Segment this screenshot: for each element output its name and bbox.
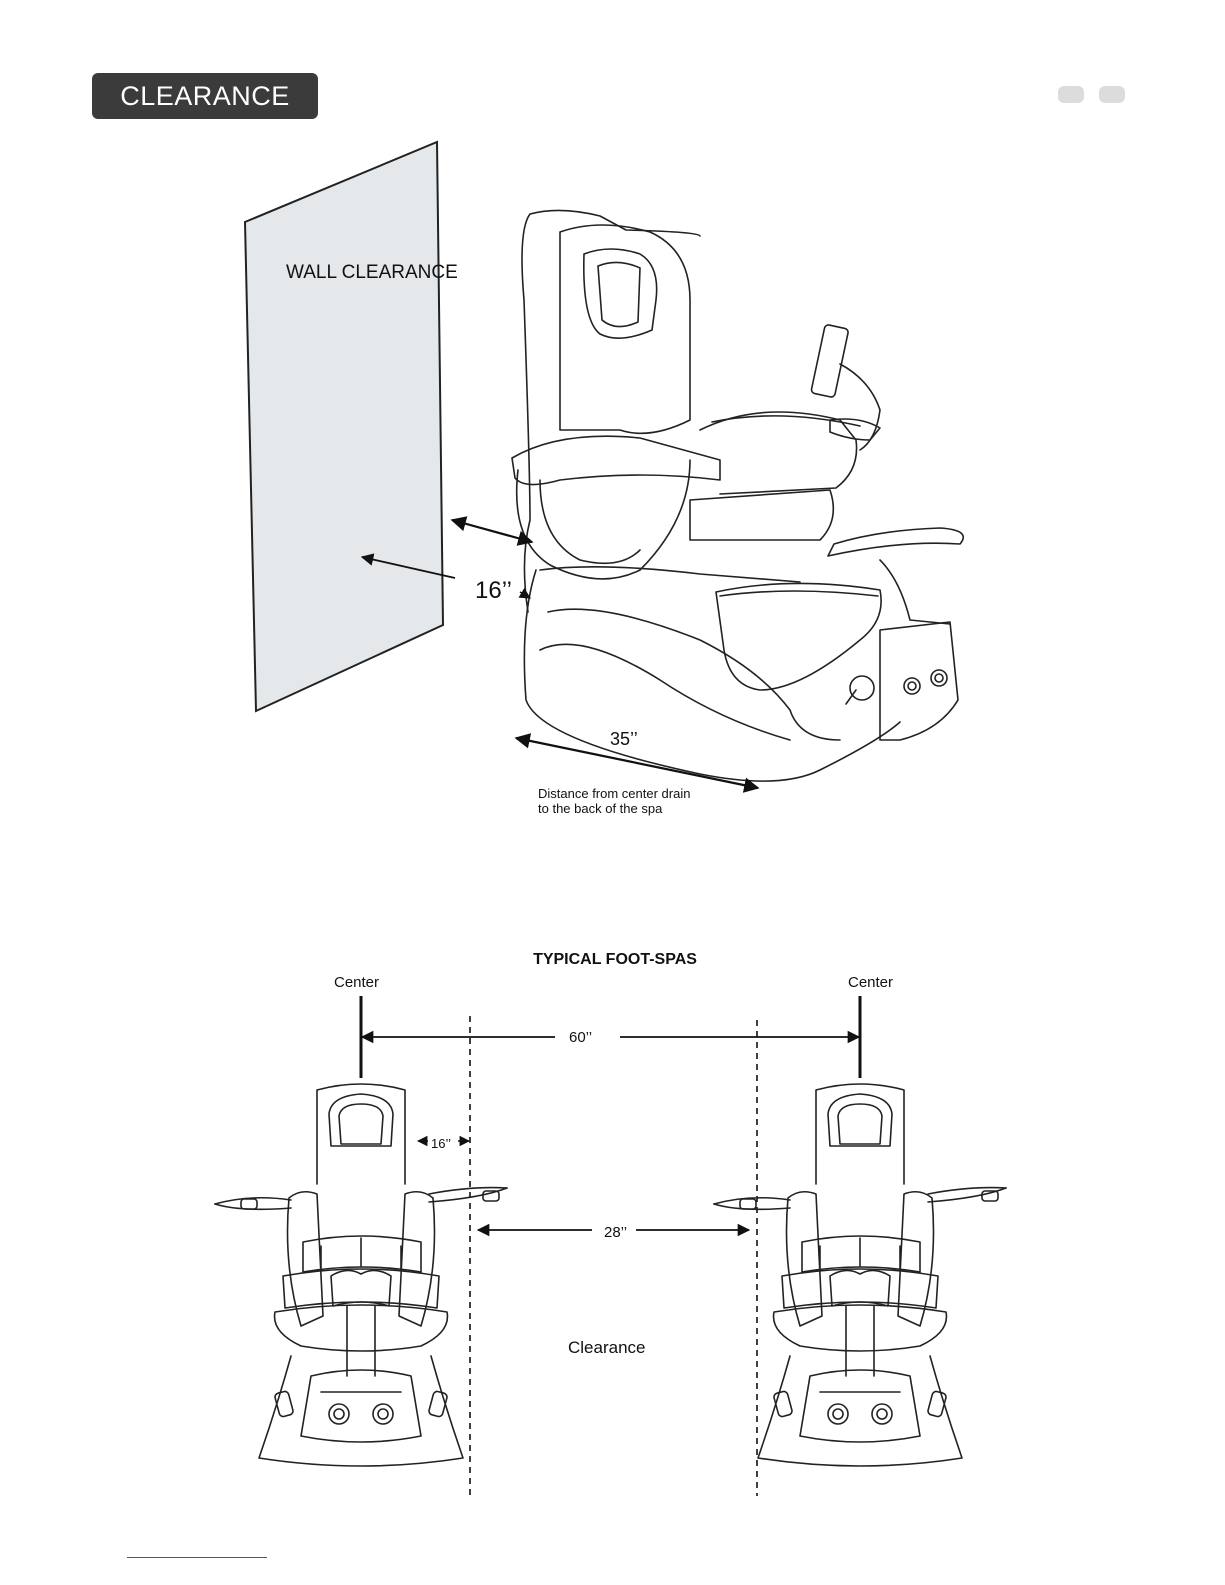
side-clearance-dimension: 16’’ (475, 577, 512, 605)
side-gap-dimension: 16’’ (431, 1136, 451, 1151)
depth-note-line-2: to the back of the spa (538, 801, 690, 816)
typical-foot-spas-title: TYPICAL FOOT-SPAS (0, 951, 1225, 969)
wall-panel (245, 142, 443, 711)
center-label-left: Center (334, 974, 379, 991)
center-label-right: Center (848, 974, 893, 991)
spa-chair-side-view (512, 210, 963, 781)
center-to-center-dimension: 60’’ (569, 1029, 592, 1046)
depth-dimension: 35’’ (610, 729, 638, 750)
between-spas-dimension: 28’’ (604, 1224, 627, 1241)
depth-note: Distance from center drain to the back o… (538, 786, 690, 816)
wall-clearance-label: WALL CLEARANCE (286, 262, 458, 284)
depth-note-line-1: Distance from center drain (538, 786, 690, 801)
clearance-label: Clearance (568, 1338, 646, 1358)
footer-link-underline (127, 1557, 267, 1558)
